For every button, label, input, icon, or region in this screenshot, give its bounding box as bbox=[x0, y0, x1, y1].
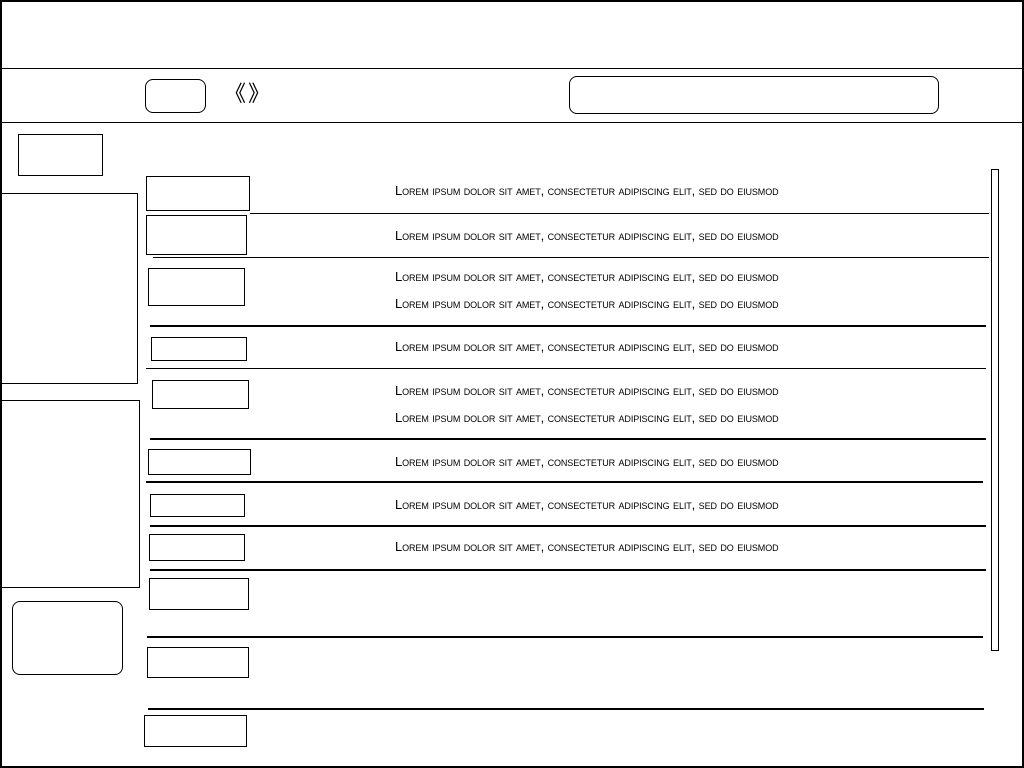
search-input[interactable] bbox=[569, 76, 939, 114]
list-item-text: Lorem ipsum dolor sit amet, consectetur … bbox=[395, 539, 779, 554]
row-divider bbox=[250, 213, 989, 214]
list-item-text: Lorem ipsum dolor sit amet, consectetur … bbox=[395, 454, 779, 469]
list-item-text: Lorem ipsum dolor sit amet, consectetur … bbox=[395, 410, 779, 425]
list-item-thumb[interactable] bbox=[150, 494, 245, 517]
list-item-thumb[interactable] bbox=[148, 449, 251, 475]
sidebar-bottom-button[interactable] bbox=[12, 601, 123, 675]
vertical-scrollbar[interactable] bbox=[991, 169, 999, 651]
toolbar-divider bbox=[1, 122, 1023, 123]
list-item-text: Lorem ipsum dolor sit amet, consectetur … bbox=[395, 228, 779, 243]
list-item-text: Lorem ipsum dolor sit amet, consectetur … bbox=[395, 497, 779, 512]
list-item-thumb[interactable] bbox=[149, 578, 249, 610]
row-divider bbox=[150, 569, 986, 571]
sidebar-panel-lower bbox=[1, 400, 140, 588]
list-item-text: Lorem ipsum dolor sit amet, consectetur … bbox=[395, 183, 779, 198]
toolbar-button[interactable] bbox=[145, 79, 206, 113]
forward-icon[interactable]: 》 bbox=[248, 82, 271, 107]
list-item-thumb[interactable] bbox=[144, 715, 247, 747]
list-item-thumb[interactable] bbox=[152, 380, 249, 409]
list-item-thumb[interactable] bbox=[148, 268, 245, 306]
list-item-thumb[interactable] bbox=[147, 647, 249, 678]
list-item-thumb[interactable] bbox=[146, 176, 250, 211]
list-item-text: Lorem ipsum dolor sit amet, consectetur … bbox=[395, 383, 779, 398]
list-item-thumb[interactable] bbox=[151, 337, 247, 361]
row-divider bbox=[146, 368, 986, 369]
list-item-text: Lorem ipsum dolor sit amet, consectetur … bbox=[395, 339, 779, 354]
header-bar bbox=[1, 1, 1023, 69]
list-item-text: Lorem ipsum dolor sit amet, consectetur … bbox=[395, 296, 779, 311]
row-divider bbox=[153, 257, 989, 258]
row-divider bbox=[150, 525, 986, 527]
row-divider bbox=[150, 325, 986, 327]
row-divider bbox=[150, 438, 986, 440]
sidebar-panel-upper bbox=[1, 193, 138, 384]
list-item-text: Lorem ipsum dolor sit amet, consectetur … bbox=[395, 269, 779, 284]
row-divider bbox=[147, 636, 983, 638]
row-divider bbox=[148, 708, 984, 710]
sidebar-top-button[interactable] bbox=[18, 134, 103, 176]
back-icon[interactable]: 《 bbox=[224, 82, 247, 107]
list-item-thumb[interactable] bbox=[146, 215, 247, 255]
list-item-thumb[interactable] bbox=[149, 534, 245, 561]
row-divider bbox=[146, 481, 983, 483]
